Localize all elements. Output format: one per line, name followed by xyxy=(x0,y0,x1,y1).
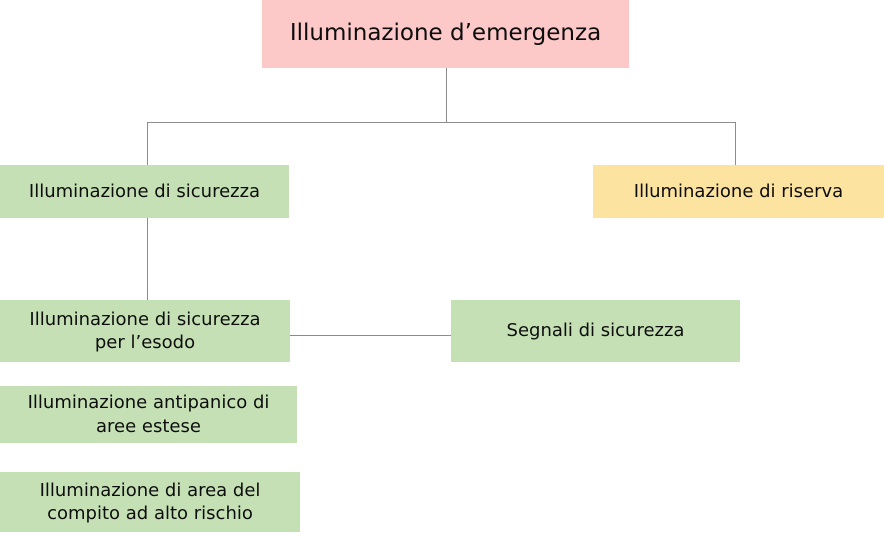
connector-to-riserva xyxy=(735,122,736,165)
node-label-antipanico: Illuminazione antipanico di aree estese xyxy=(27,392,270,437)
connector-sicurezza-to-esodo xyxy=(147,218,148,300)
connector-root-stem xyxy=(446,68,447,122)
connector-root-bus xyxy=(147,122,736,123)
node-label-sicurezza: Illuminazione di sicurezza xyxy=(28,180,261,202)
node-label-esodo: Illuminazione di sicurezza per l’esodo xyxy=(29,308,261,353)
node-illuminazione-di-sicurezza[interactable]: Illuminazione di sicurezza xyxy=(0,165,289,218)
connector-esodo-to-segnali xyxy=(289,335,451,336)
node-illuminazione-antipanico-aree-estese[interactable]: Illuminazione antipanico di aree estese xyxy=(0,386,297,443)
node-illuminazione-di-riserva[interactable]: Illuminazione di riserva xyxy=(593,165,884,218)
node-illuminazione-emergenza[interactable]: Illuminazione d’emergenza xyxy=(262,0,629,68)
node-illuminazione-sicurezza-esodo[interactable]: Illuminazione di sicurezza per l’esodo xyxy=(0,300,290,362)
node-label-root: Illuminazione d’emergenza xyxy=(289,20,602,47)
node-label-alto-rischio: Illuminazione di area del compito ad alt… xyxy=(39,479,261,524)
node-label-riserva: Illuminazione di riserva xyxy=(633,180,844,202)
node-segnali-di-sicurezza[interactable]: Segnali di sicurezza xyxy=(451,300,740,362)
connector-to-sicurezza xyxy=(147,122,148,165)
node-label-segnali: Segnali di sicurezza xyxy=(506,320,685,342)
node-illuminazione-area-compito-alto-rischio[interactable]: Illuminazione di area del compito ad alt… xyxy=(0,472,300,532)
